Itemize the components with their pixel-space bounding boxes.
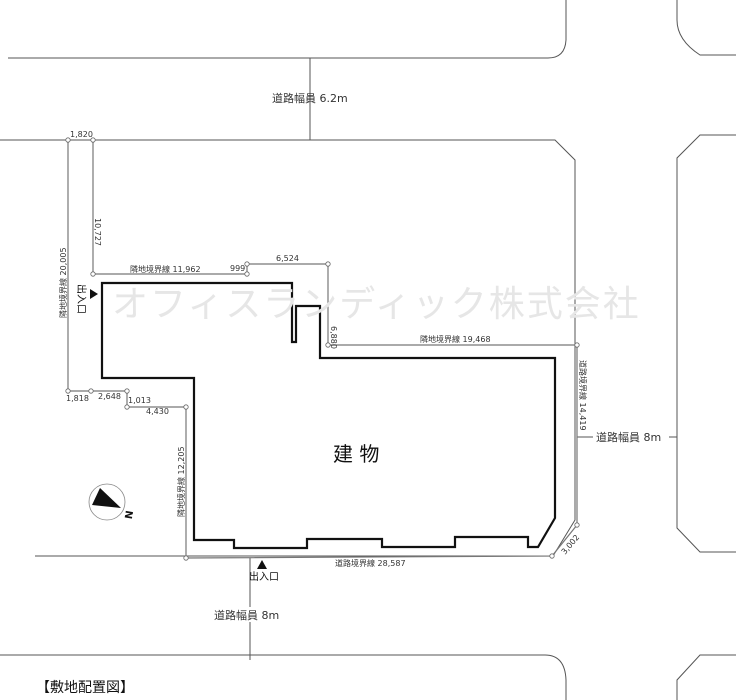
dim-999: 999 (230, 264, 245, 273)
dim-10727: 10,727 (93, 218, 102, 246)
road-width-top: 道路幅員 6.2m (272, 91, 348, 105)
entrance-label-left: 出入口 (75, 284, 88, 314)
building-outline (100, 281, 557, 550)
compass-label: N (122, 509, 134, 519)
dim-1820: 1,820 (70, 130, 93, 139)
dim-14419: 道路境界線 14,419 (578, 360, 588, 431)
dim-4430: 4,430 (146, 407, 169, 416)
dim-28587: 道路境界線 28,587 (335, 558, 406, 568)
diagram-title: 【敷地配置図】 (36, 680, 134, 696)
north-compass-icon: N (88, 483, 134, 521)
dim-20005: 隣地境界線 20,005 (58, 247, 68, 318)
road-width-bottom: 道路幅員 8m (214, 608, 279, 622)
road-width-right: 道路幅員 8m (596, 430, 661, 444)
dim-1013: 1,013 (128, 396, 151, 405)
building-label: 建 物 (333, 442, 379, 466)
dim-3002: 3,002 (560, 533, 582, 556)
dim-6880: 6,880 (329, 326, 338, 349)
dim-11962: 隣地境界線 11,962 (130, 264, 201, 274)
dim-1818: 1,818 (66, 394, 89, 403)
dim-19468: 隣地境界線 19,468 (420, 334, 491, 344)
dim-12205: 隣地境界線 12,205 (176, 446, 186, 517)
dim-6524: 6,524 (276, 254, 299, 263)
entrance-arrow-left-icon (90, 289, 98, 299)
entrance-arrow-bottom-icon (257, 560, 267, 569)
boundary-points (65, 137, 580, 561)
site-boundary (67, 139, 578, 559)
entrance-label-bottom: 出入口 (249, 570, 279, 583)
watermark: オフィスランディック株式会社 (112, 284, 641, 325)
dim-2648: 2,648 (98, 392, 121, 401)
